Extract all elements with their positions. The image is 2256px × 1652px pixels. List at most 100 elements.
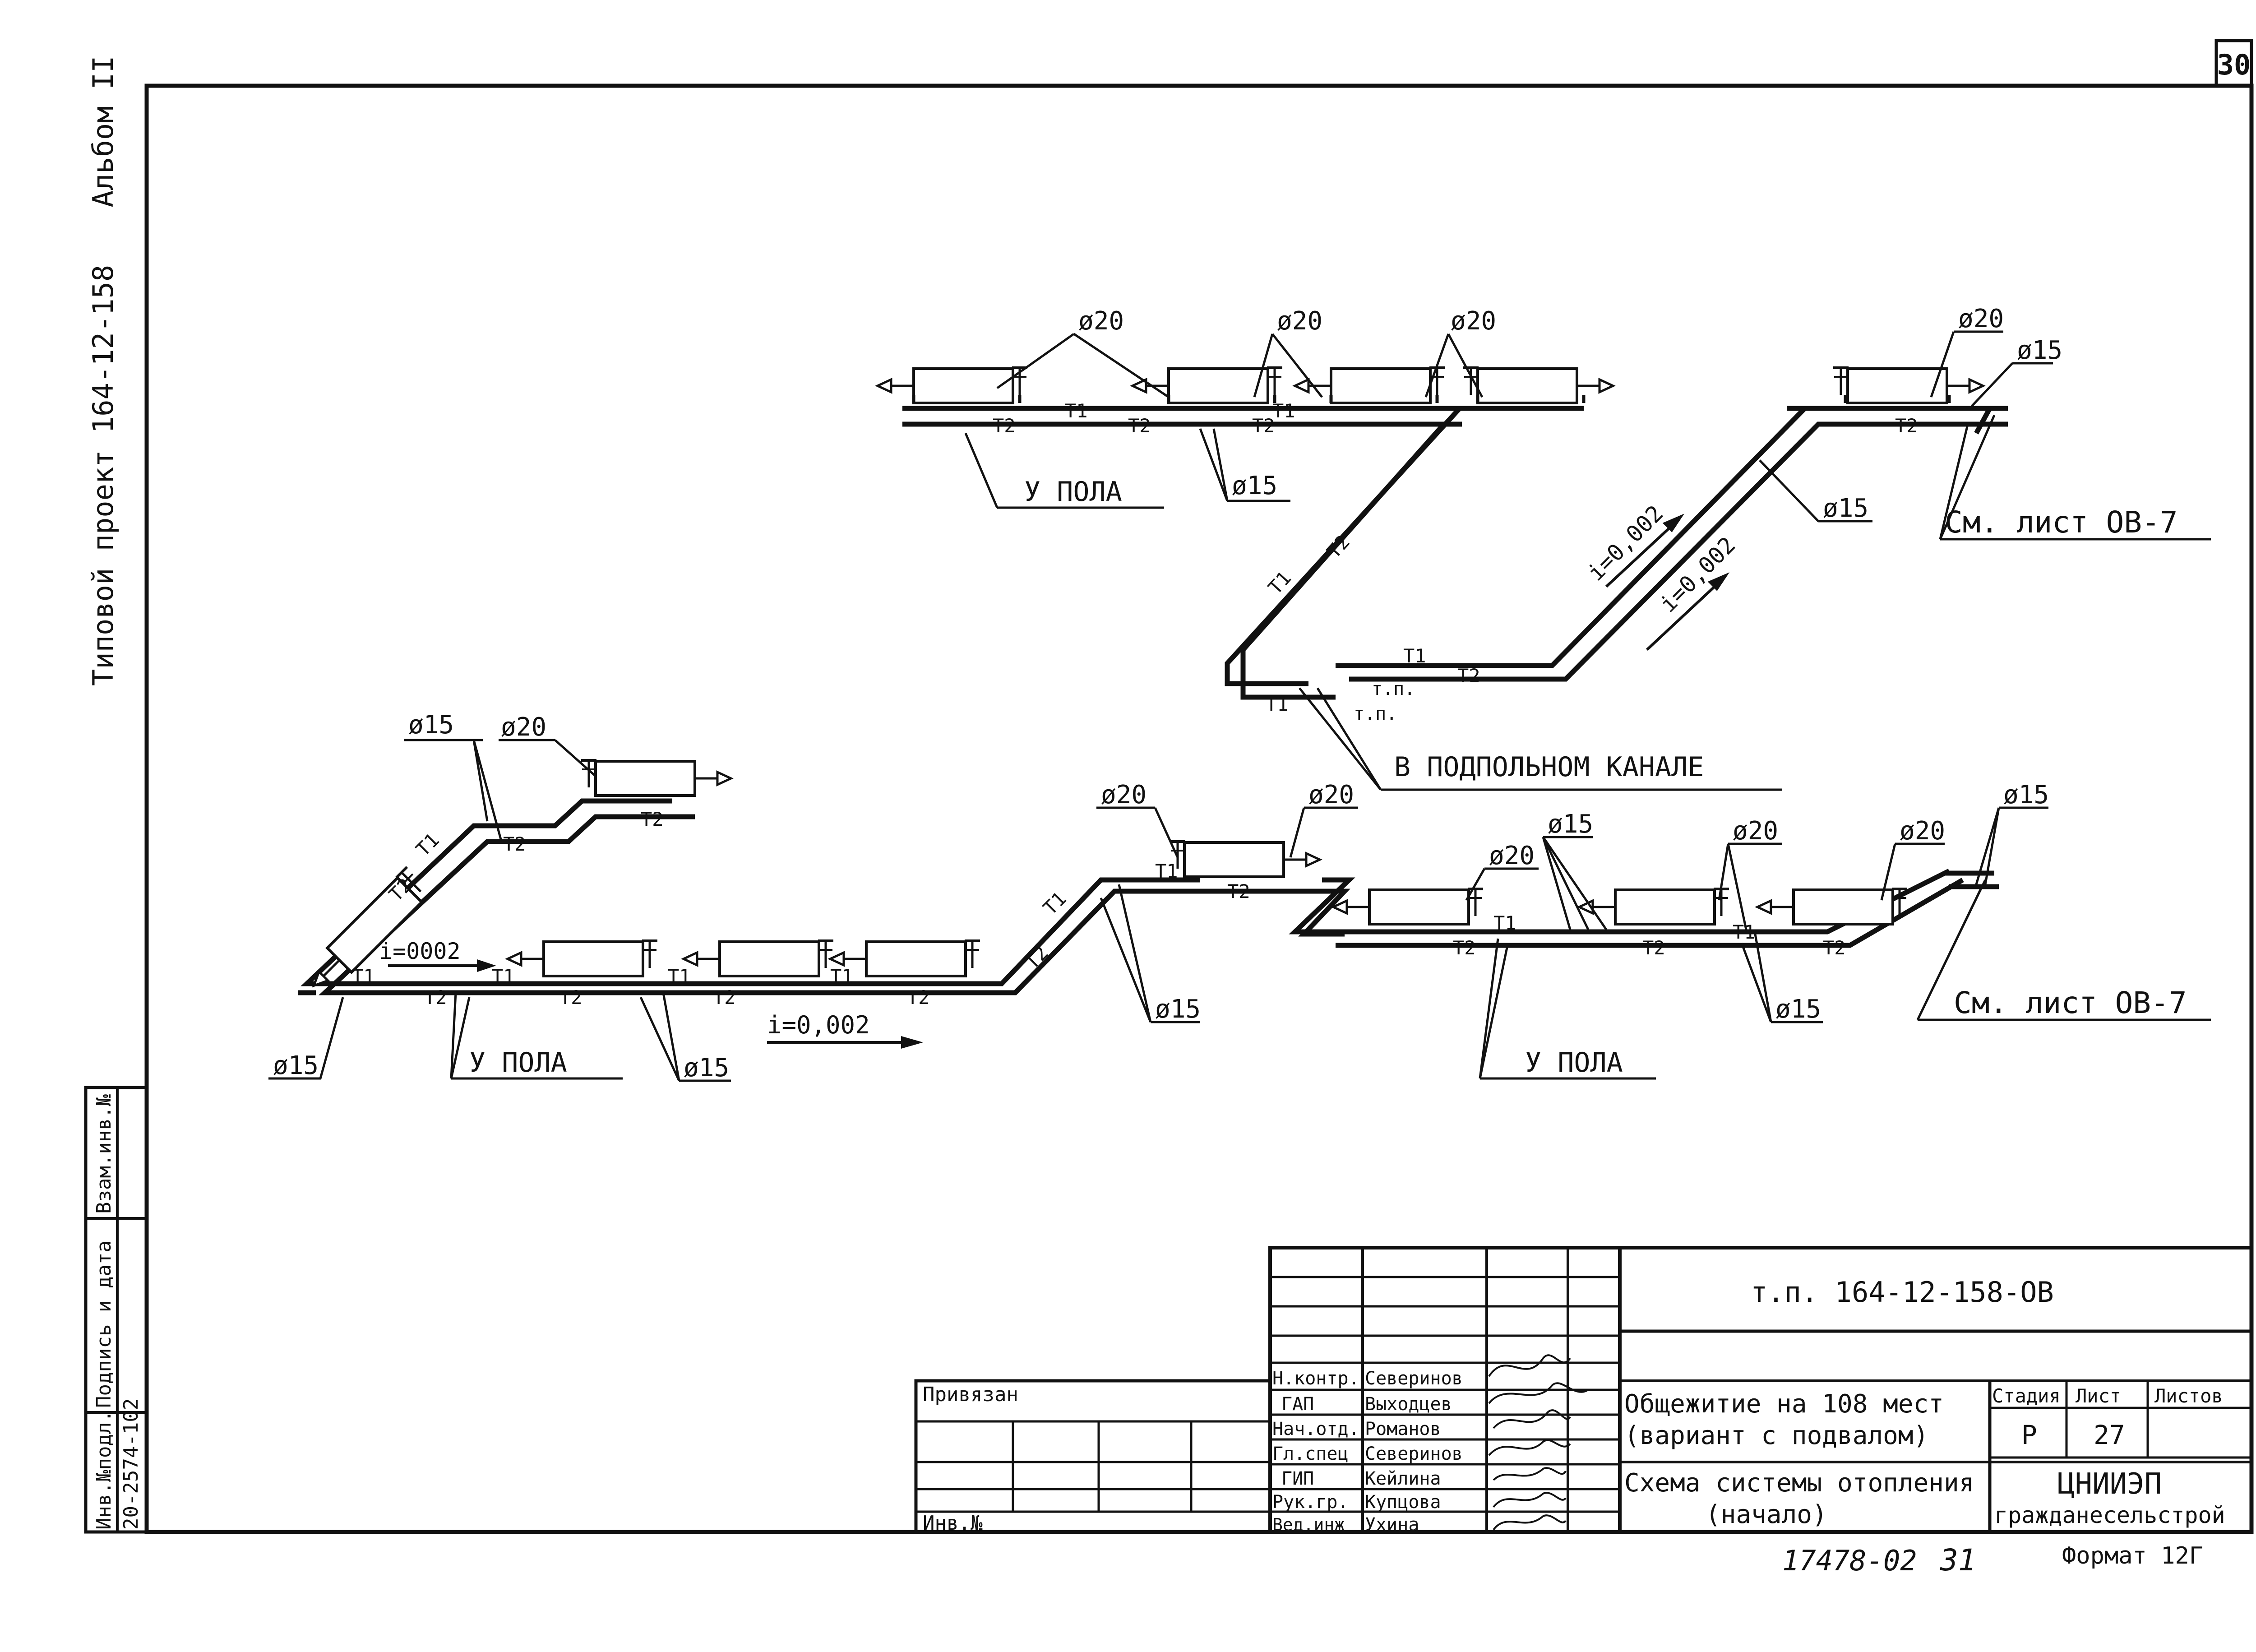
label-t1-b1: T1	[352, 965, 375, 987]
label-t1-b4: T1	[830, 965, 853, 987]
radiator-bottom-4	[1170, 842, 1320, 877]
label-d15-b3: ø15	[2003, 780, 2049, 810]
label-d15-b1: ø15	[408, 710, 454, 740]
role-3: Гл.спец	[1272, 1444, 1349, 1464]
sheet-title-line2: (начало)	[1706, 1500, 1827, 1529]
stage-header: Стадия	[1992, 1385, 2061, 1407]
label-t1-b: T1	[1272, 400, 1295, 422]
label-u-pola-top: У ПОЛА	[1024, 476, 1122, 508]
t2-main-right	[1336, 878, 1964, 948]
radiator-top-5	[1833, 368, 1983, 403]
label-slope-left: i=0002	[379, 938, 461, 964]
label-t2-b5: T2	[503, 833, 526, 855]
sheet-value: 27	[2094, 1420, 2125, 1450]
sheets-header: Листов	[2154, 1385, 2223, 1407]
radiator-top-4	[1463, 368, 1613, 403]
sheet-header: Лист	[2076, 1385, 2121, 1407]
radiator-bottom-7	[1757, 889, 1907, 924]
label-sm-list-top: См. лист ОВ-7	[1945, 505, 2178, 540]
label-d20-b6: ø20	[1900, 816, 1945, 846]
label-t2-b7: T2	[1227, 880, 1250, 902]
top-radiator-connections	[912, 395, 1951, 403]
role-1: ГАП	[1281, 1394, 1314, 1415]
label-slope-top-1: i=0,002	[1582, 500, 1668, 586]
podpis-data-label: Подпись и дата	[92, 1240, 116, 1408]
label-t2-b8: T2	[1453, 937, 1476, 959]
inv-podl-label: Инв.№подл.	[92, 1410, 116, 1530]
org-line1: ЦНИИЭП	[2057, 1467, 2162, 1501]
object-line1: Общежитие на 108 мест	[1624, 1389, 1944, 1419]
label-t2-diag-b: T2	[1021, 942, 1052, 973]
label-t1-bottom-riser: T1	[1266, 693, 1289, 715]
label-t2-b1: T2	[424, 986, 447, 1009]
label-t2-b10: T2	[1823, 937, 1846, 959]
signatures	[1488, 1354, 1589, 1531]
album-label: Альбом II	[87, 56, 120, 208]
label-t2-basement: T2	[1457, 665, 1480, 687]
role-4: ГИП	[1281, 1468, 1314, 1489]
name-1: Выходцев	[1365, 1394, 1452, 1415]
label-u-pola-left: У ПОЛА	[469, 1047, 567, 1078]
label-d20-b5: ø20	[1733, 816, 1778, 846]
label-d20-b1: ø20	[501, 713, 546, 742]
label-t2-b9: T2	[1642, 937, 1665, 959]
label-t2-b4: T2	[907, 986, 930, 1009]
radiator-bottom-5	[1333, 889, 1483, 924]
label-u-pola-right: У ПОЛА	[1525, 1047, 1623, 1078]
label-d15-b7: ø15	[684, 1053, 729, 1083]
sheet-number: 30	[2217, 48, 2251, 81]
label-t1-b2: T1	[492, 965, 515, 987]
label-d20-3: ø20	[1451, 306, 1496, 336]
riser-t2-diag	[1240, 422, 1446, 700]
radiator-top-1	[878, 368, 1027, 403]
project-stamp: Типовой проект 164-12-158 Альбом II	[87, 56, 120, 686]
label-sm-list-bottom: См. лист ОВ-7	[1954, 986, 2187, 1020]
top-leaders	[964, 330, 2211, 791]
name-2: Романов	[1365, 1419, 1441, 1439]
label-tp-2: т.п.	[1354, 703, 1397, 724]
label-t2-a: T2	[993, 415, 1016, 437]
sheet-title-line1: Схема системы отопления	[1624, 1468, 1974, 1498]
archive-page: 31	[1940, 1543, 1976, 1578]
name-0: Северинов	[1365, 1368, 1463, 1389]
label-d15-2: ø15	[1232, 471, 1277, 500]
label-t2-b6: T2	[641, 808, 664, 830]
bottom-leaders	[268, 739, 2211, 1082]
label-t1-b5: T1	[1155, 860, 1178, 882]
label-tp-1: т.п.	[1372, 679, 1415, 699]
label-d15-1: ø15	[2017, 336, 2062, 365]
name-4: Кейлина	[1365, 1468, 1441, 1489]
org-line2: гражданесельстрой	[1994, 1502, 2225, 1528]
label-d20-b2: ø20	[1101, 780, 1146, 810]
role-6: Вед.инж	[1272, 1515, 1345, 1535]
left-stamp: Взам.инв.№ Подпись и дата Инв.№подл. 20-…	[84, 1086, 148, 1534]
radiator-bottom-6	[1579, 889, 1729, 924]
label-d20-b3: ø20	[1308, 780, 1354, 810]
label-t2-c: T2	[1252, 415, 1275, 437]
label-v-kanale: В ПОДПОЛЬНОМ КАНАЛЕ	[1394, 751, 1704, 783]
name-5: Купцова	[1365, 1492, 1441, 1513]
label-d15-b5: ø15	[1775, 995, 1821, 1024]
label-t2-b: T2	[1128, 415, 1151, 437]
sheet-number-box	[2214, 39, 2253, 88]
name-3: Северинов	[1365, 1444, 1463, 1464]
radiator-left-1	[581, 760, 731, 796]
privyazan-label: Привязан	[923, 1383, 1018, 1406]
name-6: Ухина	[1365, 1514, 1419, 1535]
label-d20-b4: ø20	[1489, 841, 1535, 870]
label-d15-3: ø15	[1823, 494, 1868, 523]
slope-arrows	[388, 514, 1730, 1049]
label-d20-1: ø20	[1078, 306, 1124, 336]
radiator-top-3	[1295, 368, 1445, 403]
t1-end-bottom	[1945, 870, 1999, 889]
label-t2-d: T2	[1895, 415, 1918, 437]
radiator-top-2	[1133, 368, 1282, 403]
outer-frame	[144, 83, 2254, 1534]
object-line2: (вариант с подвалом)	[1624, 1421, 1928, 1450]
heating-diagram: ø20 ø20 ø20 ø20 ø15 ø15 ø15 У ПОЛА См. л…	[268, 304, 2211, 1083]
label-t2-b3: T2	[713, 986, 736, 1009]
vzam-inv-label: Взам.инв.№	[92, 1094, 116, 1214]
format-label: Формат 12Г	[2062, 1542, 2203, 1569]
inv-podl-value: 20-2574-102	[120, 1398, 143, 1530]
